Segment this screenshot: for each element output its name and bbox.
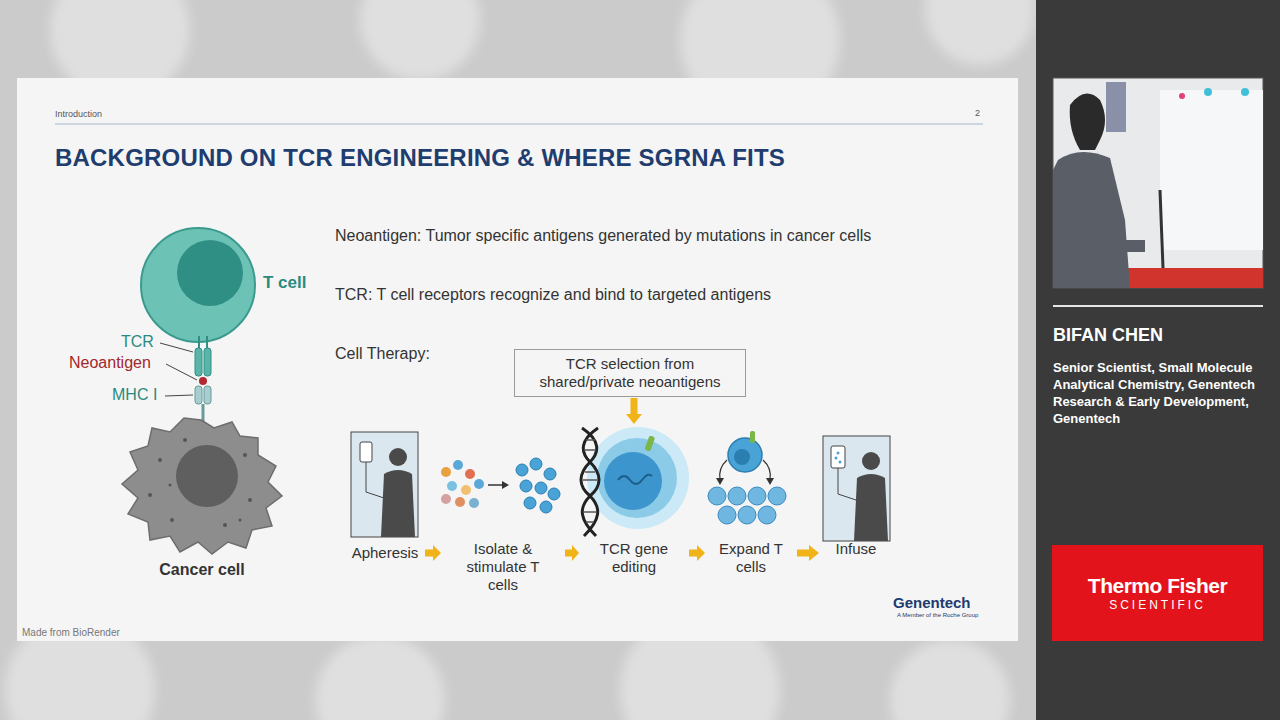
speaker-name: BIFAN CHEN (1053, 325, 1163, 346)
node-text: T cell (263, 274, 306, 292)
part-label: MHC I (112, 386, 157, 404)
speaker-title: Senior Scientist, Small Molecule Analyti… (1053, 359, 1271, 427)
step-node: Apheresis (346, 432, 424, 565)
node-text: Thermo Fisher (1088, 574, 1227, 598)
section-name: Introduction (55, 109, 102, 119)
slide-title: BACKGROUND ON TCR ENGINEERING & WHERE SG… (55, 144, 785, 172)
logo-tagline: A Member of the Roche Group (897, 612, 978, 618)
node-text: Infuse (820, 540, 892, 558)
isolate-cells-picture (441, 458, 560, 513)
flow-arrow (565, 545, 579, 561)
credit-note: Made from BioRender (22, 627, 120, 638)
speaker-video (1053, 78, 1263, 288)
infuse-picture (823, 436, 890, 541)
flow-arrow (425, 545, 441, 561)
separator-line (1053, 305, 1263, 307)
bullet-text: TCR: T cell receptors recognize and bind… (335, 286, 771, 304)
brand-logo-box: Thermo FisherSCIENTIFIC (1052, 545, 1263, 641)
flow-arrow (797, 545, 819, 561)
part-label: TCR (121, 333, 154, 351)
bullet-text: Cell Therapy: (335, 345, 430, 363)
page-number: 2 (975, 108, 980, 118)
blood-cells (5, 0, 1035, 720)
header-rule (55, 124, 983, 125)
bullet-text: Neoantigen: Tumor specific antigens gene… (335, 227, 871, 245)
t-cell-picture (141, 228, 255, 422)
slide-panel (17, 78, 1018, 641)
step-node: Infuse (820, 435, 892, 561)
flow-arrow (626, 398, 642, 424)
cancer-cell-picture (122, 418, 282, 554)
gene-editing-picture (581, 427, 689, 536)
process-box: TCR selection from shared/private neoant… (514, 349, 746, 397)
part-label: Neoantigen (69, 354, 151, 372)
node-text: Expand T cells (706, 540, 796, 576)
node-text: TCR gene editing (589, 540, 679, 576)
logo-text: Genentech (893, 594, 971, 611)
node-text: Cancer cell (120, 561, 284, 579)
step-node: Expand T cells (706, 435, 796, 579)
node-text: Apheresis (346, 544, 424, 562)
expand-cells-picture (708, 431, 786, 524)
cancer-cell-node: Cancer cell (120, 418, 284, 582)
step-node: Isolate & stimulate T cells (442, 445, 564, 597)
node-text: SCIENTIFIC (1109, 598, 1206, 613)
side-panel (1036, 0, 1280, 720)
node-text: Isolate & stimulate T cells (458, 540, 548, 594)
flow-arrow (689, 545, 705, 561)
step-node: TCR gene editing (580, 425, 688, 579)
apheresis-picture (351, 432, 418, 537)
leader-lines (160, 343, 197, 396)
t-cell-node: T cell (140, 226, 312, 346)
node-text: TCR selection from shared/private neoant… (523, 355, 737, 391)
